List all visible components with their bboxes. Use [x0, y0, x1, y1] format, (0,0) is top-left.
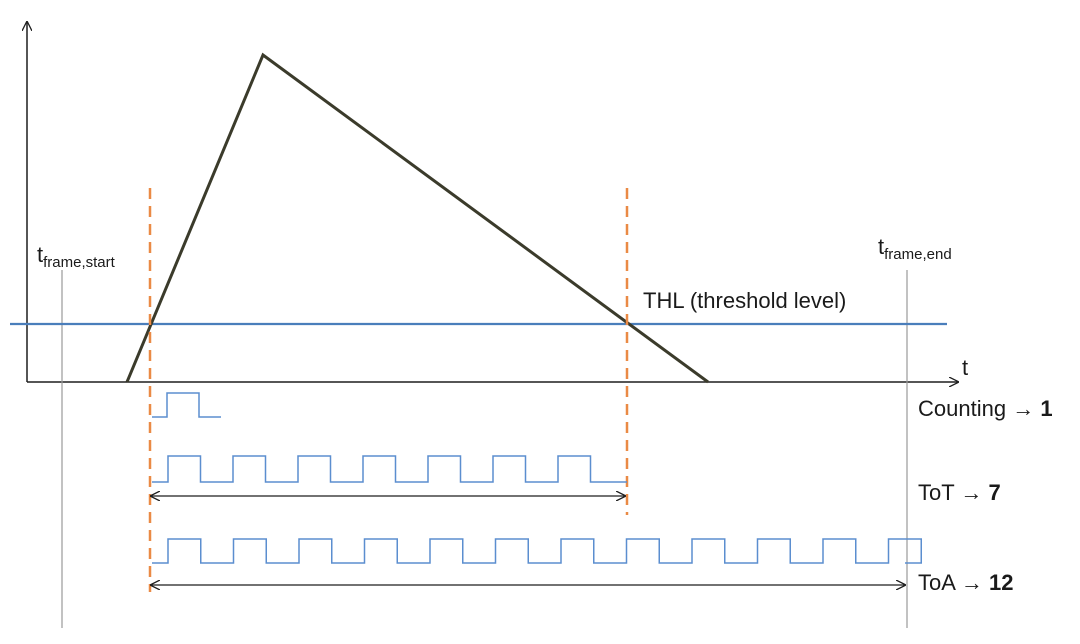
- counting-label: Counting → 1: [918, 396, 1053, 421]
- t-axis-label: t: [962, 355, 968, 380]
- toa-clock-signal: [152, 538, 922, 564]
- tot-clock-signal: [152, 455, 627, 483]
- threshold-label: THL (threshold level): [643, 288, 846, 313]
- signal-pulse: [125, 52, 709, 384]
- svg-text:tframe,start: tframe,start: [37, 242, 116, 271]
- frame-end-label: tframe,end: [878, 234, 952, 263]
- toa-label: ToA → 12: [918, 570, 1013, 595]
- frame-start-label: tframe,start: [37, 242, 116, 271]
- tot-label: ToT → 7: [918, 480, 1001, 505]
- counting-pulse: [152, 392, 221, 418]
- svg-text:tframe,end: tframe,end: [878, 234, 952, 263]
